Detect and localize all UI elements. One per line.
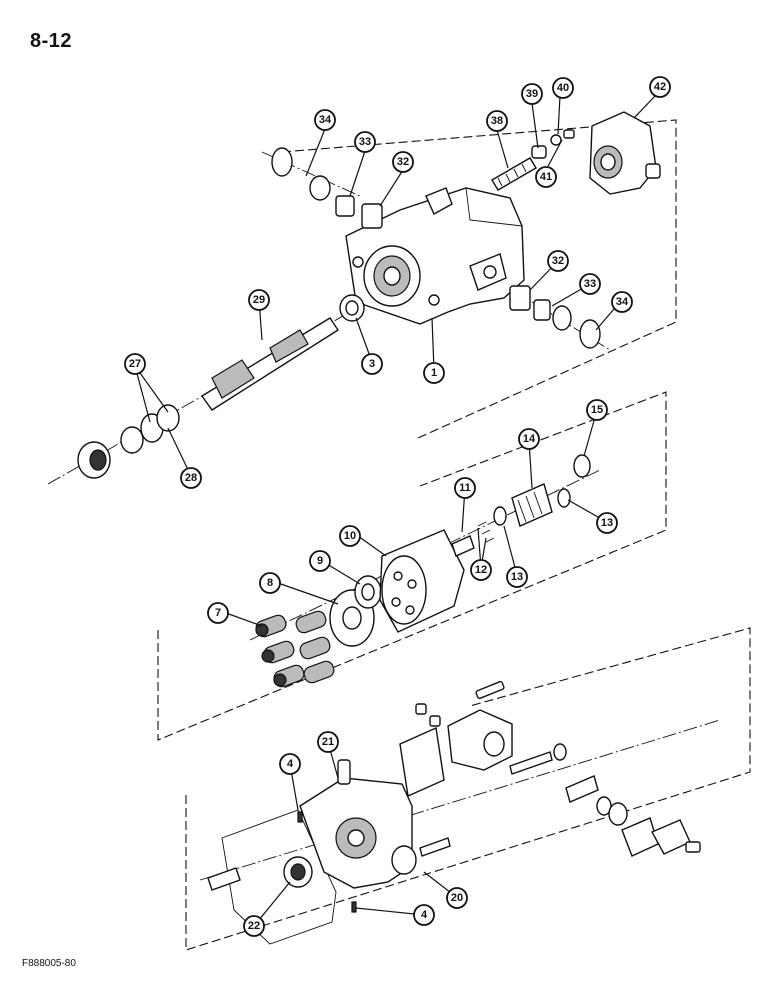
callout-34-lower: 34 <box>611 291 633 313</box>
callout-27-label: 27 <box>129 358 141 370</box>
callout-12-label: 12 <box>475 564 487 576</box>
callout-4a-label: 4 <box>287 758 294 770</box>
cap-bolt <box>419 837 451 857</box>
callout-42: 42 <box>649 76 671 98</box>
callout-33-upper: 33 <box>354 131 376 153</box>
callout-4-lower: 4 <box>413 904 435 926</box>
block-spring-group <box>451 454 591 557</box>
pistons <box>255 610 335 688</box>
callout-13-lower: 13 <box>506 566 528 588</box>
callout-3: 3 <box>361 353 383 375</box>
callout-1: 1 <box>423 362 445 384</box>
callouts: 34 33 32 38 39 40 41 42 32 33 34 29 3 1 … <box>124 76 671 937</box>
lower-assembly <box>207 680 701 945</box>
drive-shaft <box>200 317 339 411</box>
callout-33-label: 33 <box>359 136 371 148</box>
callout-34-label: 34 <box>319 114 332 126</box>
callout-14: 14 <box>518 428 540 450</box>
callout-10: 10 <box>339 525 361 547</box>
callout-22-label: 22 <box>248 920 260 932</box>
page-number: 8-12 <box>30 30 73 52</box>
callout-7: 7 <box>207 602 229 624</box>
callout-15-label: 15 <box>591 404 603 416</box>
cylinder-block <box>379 529 465 633</box>
callout-28: 28 <box>180 467 202 489</box>
callout-21-label: 21 <box>322 736 334 748</box>
end-cap <box>299 759 417 889</box>
callout-14-label: 14 <box>523 433 536 445</box>
callout-41: 41 <box>535 166 557 188</box>
callout-27: 27 <box>124 353 146 375</box>
frame-lower <box>185 627 751 951</box>
callout-4b-label: 4 <box>421 909 428 921</box>
control-valve-body <box>399 680 513 798</box>
callout-8-label: 8 <box>267 577 273 589</box>
valve-cover <box>589 111 661 195</box>
callout-40: 40 <box>552 77 574 99</box>
valve-spring-group <box>491 129 575 191</box>
callout-22: 22 <box>243 915 265 937</box>
control-valve-parts <box>415 703 701 857</box>
callout-38-label: 38 <box>491 115 503 127</box>
callout-32-label: 32 <box>397 156 409 168</box>
bearing-22 <box>283 856 313 888</box>
callout-28-label: 28 <box>185 472 197 484</box>
callout-20: 20 <box>446 887 468 909</box>
callout-10-label: 10 <box>344 530 356 542</box>
callout-8: 8 <box>259 572 281 594</box>
callout-33-lower: 33 <box>579 273 601 295</box>
callout-29: 29 <box>248 289 270 311</box>
callout-32b-label: 32 <box>552 255 564 267</box>
frame-middle <box>157 391 667 741</box>
callout-33b-label: 33 <box>584 278 596 290</box>
dowel-pin-upper <box>297 811 303 823</box>
right-plugs <box>509 285 601 349</box>
callout-41-label: 41 <box>540 171 552 183</box>
axis-lower <box>199 719 721 881</box>
spherical-washer <box>354 575 382 609</box>
callout-40-label: 40 <box>557 82 569 94</box>
bearing-3 <box>339 294 365 322</box>
callout-21: 21 <box>317 731 339 753</box>
callout-34b-label: 34 <box>616 296 629 308</box>
callout-4-upper: 4 <box>279 753 301 775</box>
callout-11: 11 <box>454 477 476 499</box>
callout-42-label: 42 <box>654 81 666 93</box>
section-frames <box>157 119 751 951</box>
callout-32-upper: 32 <box>392 151 414 173</box>
callout-7-label: 7 <box>215 607 221 619</box>
upper-assembly <box>77 111 661 479</box>
callout-34-upper: 34 <box>314 109 336 131</box>
callout-13a-label: 13 <box>511 571 523 583</box>
callout-29-label: 29 <box>253 294 265 306</box>
figure-code: F888005-80 <box>22 958 76 969</box>
callout-12: 12 <box>470 559 492 581</box>
callout-38: 38 <box>486 110 508 132</box>
shaft-seals <box>77 404 180 479</box>
dowel-pin-lower <box>351 901 357 913</box>
callout-9: 9 <box>309 550 331 572</box>
callout-39: 39 <box>521 83 543 105</box>
pump-housing <box>345 187 525 325</box>
callout-13-right: 13 <box>596 512 618 534</box>
callout-20-label: 20 <box>451 892 463 904</box>
callout-3-label: 3 <box>369 358 375 370</box>
left-plugs <box>271 147 383 229</box>
rotating-group <box>255 454 591 688</box>
callout-9-label: 9 <box>317 555 323 567</box>
callout-15: 15 <box>586 399 608 421</box>
port-tube <box>207 867 241 891</box>
callout-32-lower: 32 <box>547 250 569 272</box>
frame-upper <box>281 119 677 439</box>
callout-39-label: 39 <box>526 88 538 100</box>
callout-1-label: 1 <box>431 367 437 379</box>
callout-13b-label: 13 <box>601 517 613 529</box>
callout-11-label: 11 <box>459 482 471 494</box>
